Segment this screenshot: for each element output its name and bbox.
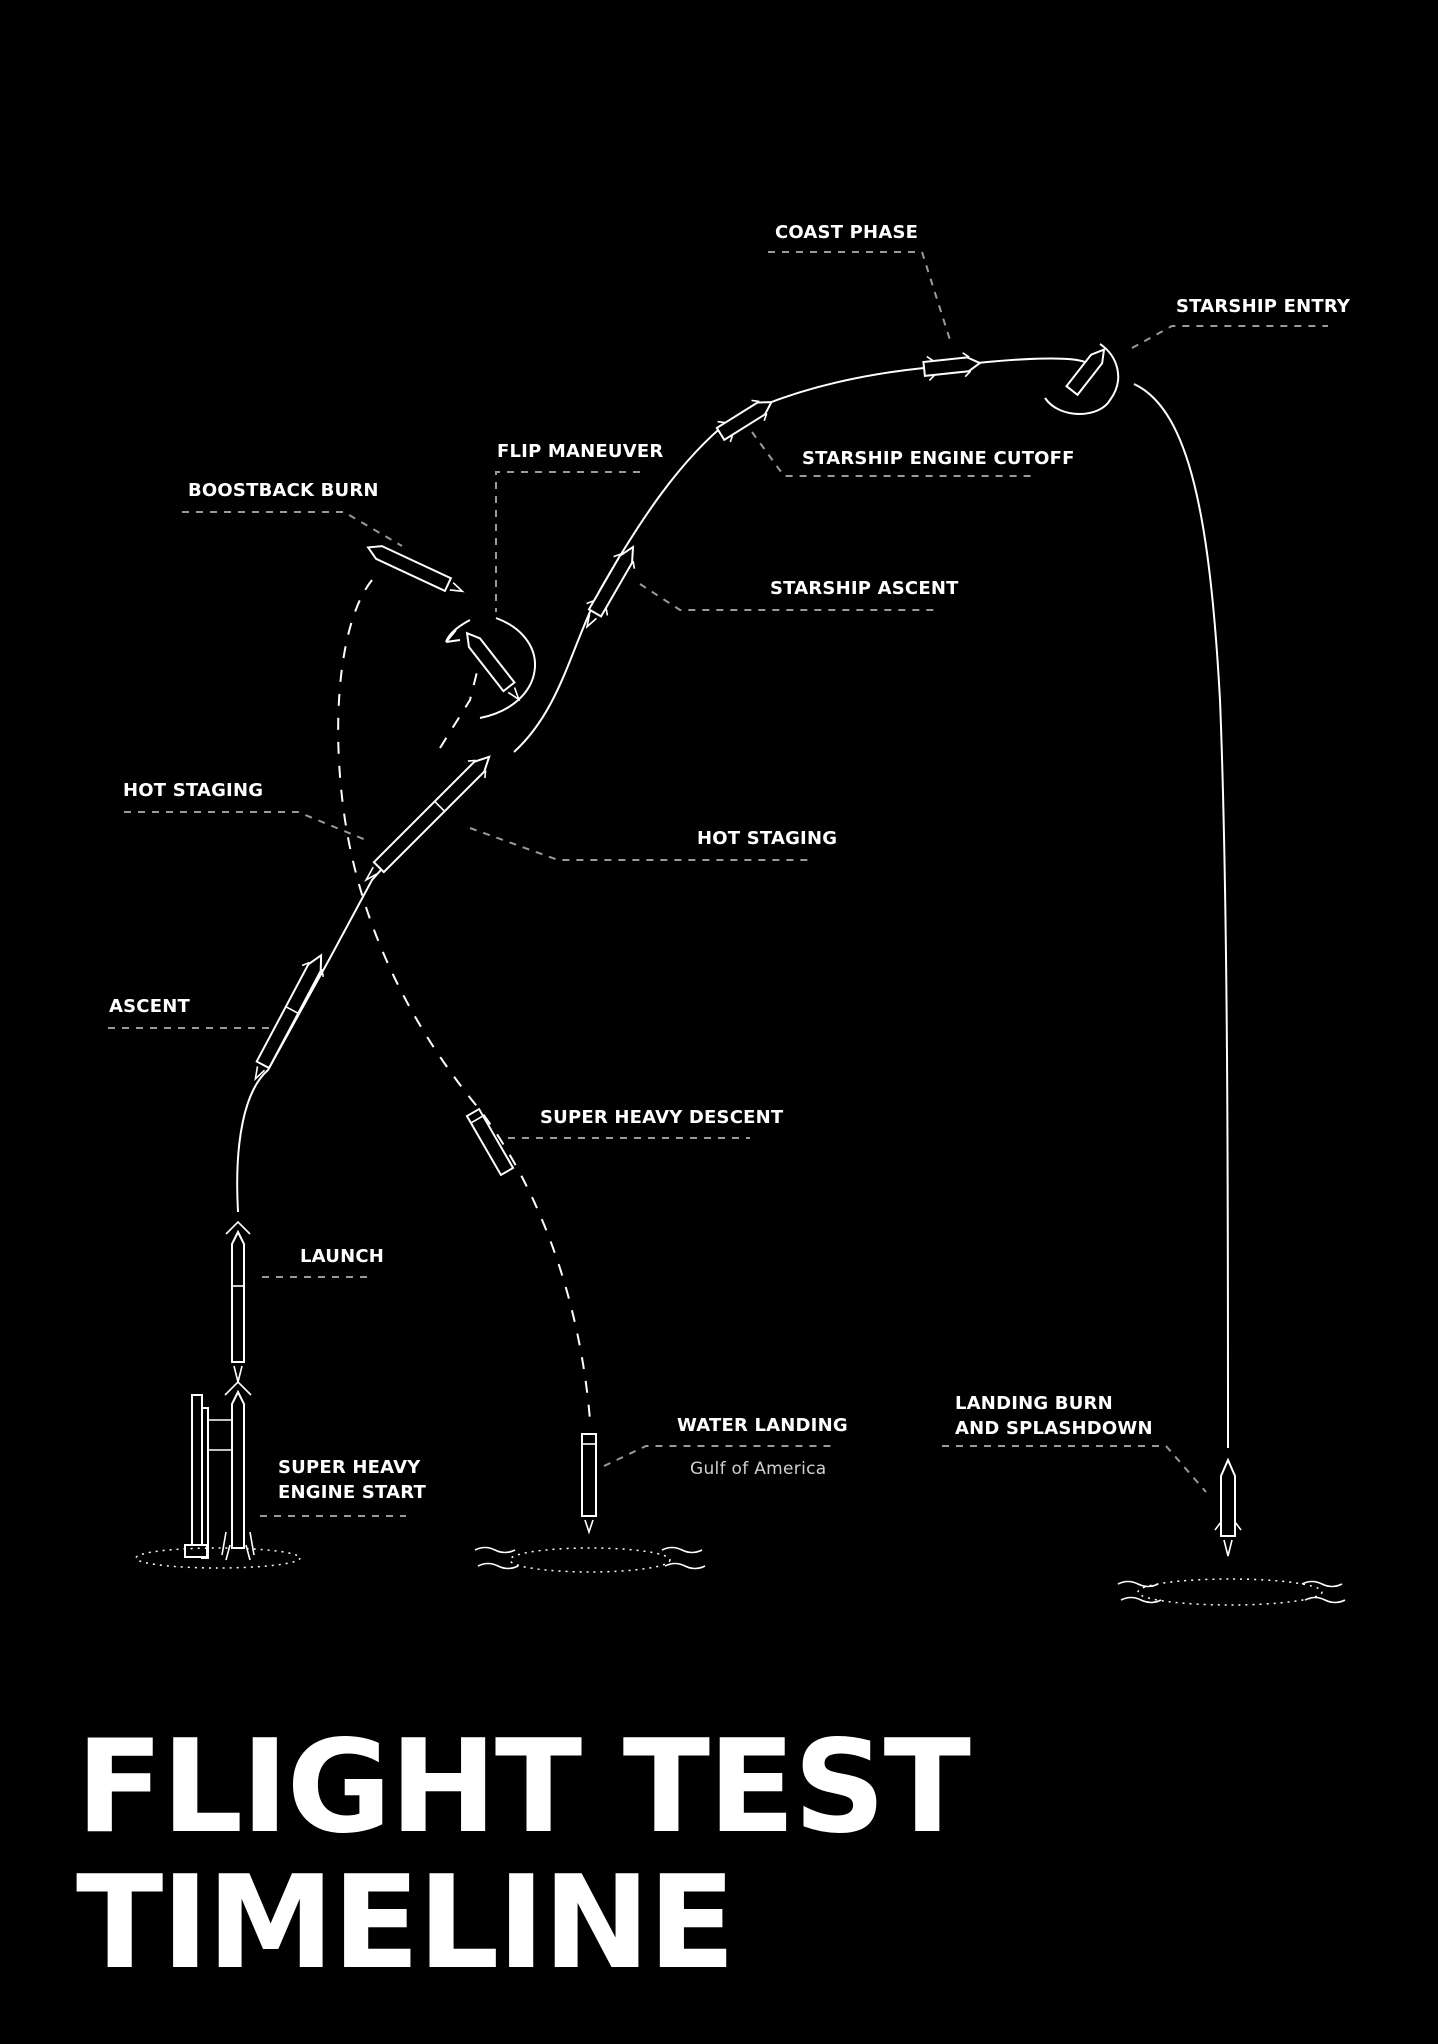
label-ascent: ASCENT <box>109 996 190 1017</box>
label-engine-start-line2: ENGINE START <box>278 1482 426 1503</box>
label-gulf-of-america: Gulf of America <box>690 1459 826 1479</box>
label-boostback-burn: BOOSTBACK BURN <box>188 480 379 501</box>
label-flip-maneuver: FLIP MANEUVER <box>497 441 663 462</box>
label-hot-staging-right: HOT STAGING <box>697 828 837 849</box>
rocket-on-pad-icon <box>221 1380 255 1561</box>
label-super-heavy-descent: SUPER HEAVY DESCENT <box>540 1107 784 1128</box>
leader-flip-maneuver <box>495 471 640 612</box>
leader-engine-cutoff <box>751 431 1036 477</box>
starship-ascent-icon <box>585 545 636 629</box>
leader-landing-burn <box>942 1445 1207 1493</box>
page-title: FLIGHT TEST TIMELINE <box>76 1713 971 1998</box>
launch-tower-icon <box>184 1394 236 1559</box>
label-starship-ascent: STARSHIP ASCENT <box>770 578 959 599</box>
flip-arc-arrow-icon <box>445 619 471 643</box>
leader-coast-phase <box>768 251 951 341</box>
label-landing-burn-line2: AND SPLASHDOWN <box>955 1418 1153 1439</box>
label-hot-staging-left: HOT STAGING <box>123 780 263 801</box>
starship-entry-icon <box>1044 343 1120 415</box>
flip-arc <box>479 617 536 719</box>
starship-cutoff-icon <box>715 399 774 443</box>
label-coast-phase: COAST PHASE <box>775 222 918 243</box>
label-starship-entry: STARSHIP ENTRY <box>1176 296 1351 317</box>
ascent-rocket-icon <box>254 953 325 1082</box>
ascent-trajectory <box>236 769 471 1213</box>
flip-trajectory <box>439 659 481 749</box>
leader-starship-ascent <box>639 583 934 611</box>
hot-staging-rocket-icon <box>364 755 491 882</box>
splashdown-ship-icon <box>1214 1457 1242 1557</box>
leader-starship-entry <box>1131 325 1328 349</box>
label-engine-start-line1: SUPER HEAVY <box>278 1457 421 1478</box>
super-heavy-descent-icon <box>465 1107 515 1177</box>
super-heavy-return-trajectory <box>337 579 591 1421</box>
label-launch: LAUNCH <box>300 1246 384 1267</box>
label-water-landing: WATER LANDING <box>677 1415 848 1436</box>
starship-ascent-trajectory <box>513 357 1086 753</box>
label-starship-engine-cutoff: STARSHIP ENGINE CUTOFF <box>802 448 1075 469</box>
leader-hot-staging-left <box>124 811 367 841</box>
label-landing-burn-line1: LANDING BURN <box>955 1393 1113 1414</box>
coast-phase-icon <box>922 352 982 382</box>
boostback-rocket-icon <box>366 545 465 593</box>
leader-water-landing <box>603 1445 832 1467</box>
water-landing-booster-icon <box>581 1433 597 1535</box>
splashdown-water-icon <box>1117 1578 1346 1606</box>
launch-rocket-icon <box>225 1220 251 1383</box>
starship-entry-trajectory <box>1133 383 1229 1449</box>
launch-pad-ground <box>135 1547 301 1569</box>
leader-boostback <box>182 511 403 547</box>
page-title-line2: TIMELINE <box>76 1849 735 1998</box>
leader-hot-staging-right <box>469 827 814 861</box>
flip-rocket-icon <box>465 631 521 702</box>
gulf-water-icon <box>474 1546 706 1573</box>
page-title-line1: FLIGHT TEST <box>76 1713 971 1862</box>
